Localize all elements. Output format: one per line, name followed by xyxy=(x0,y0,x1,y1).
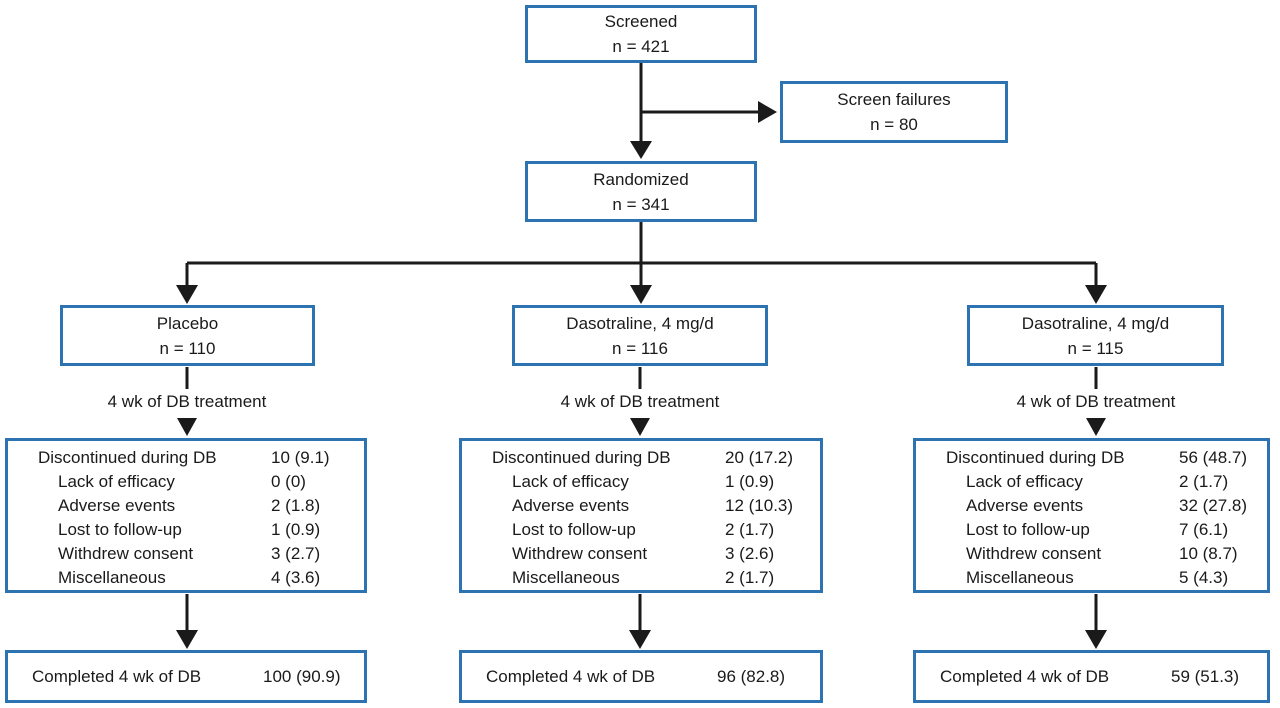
row-label: Lost to follow-up xyxy=(966,519,1090,539)
row-label: Completed 4 wk of DB xyxy=(32,667,202,686)
detail-row: Lost to follow-up 2 (1.7) xyxy=(462,517,820,541)
screened-title: Screened xyxy=(604,12,678,31)
detail-row: Adverse events 12 (10.3) xyxy=(462,493,820,517)
arm-n: n = 110 xyxy=(159,338,216,358)
screened-box: Screened n = 421 xyxy=(525,5,757,63)
detail-row: Withdrew consent 3 (2.6) xyxy=(462,541,820,565)
row-value: 0 (0) xyxy=(271,471,306,491)
row-value: 3 (2.6) xyxy=(725,543,775,563)
row-label: Discontinued during DB xyxy=(492,447,671,467)
detail-row: Adverse events 2 (1.8) xyxy=(8,493,364,517)
row-value: 1 (0.9) xyxy=(271,519,321,539)
treatment-duration-label: 4 wk of DB treatment xyxy=(1016,392,1176,411)
detail-row: Miscellaneous 4 (3.6) xyxy=(8,565,364,589)
arrowhead-into-disc-2 xyxy=(1086,418,1106,436)
arm-box-dasotraline-right: Dasotraline, 4 mg/d n = 115 xyxy=(967,305,1224,366)
row-label: Adverse events xyxy=(512,495,630,515)
row-value: 32 (27.8) xyxy=(1179,495,1248,515)
arrowhead-into-comp-0 xyxy=(176,630,198,649)
row-label: Completed 4 wk of DB xyxy=(940,667,1110,686)
row-label: Discontinued during DB xyxy=(38,447,217,467)
detail-row: Miscellaneous 5 (4.3) xyxy=(916,565,1267,589)
row-label: Withdrew consent xyxy=(512,543,648,563)
screen-failures-title: Screen failures xyxy=(837,90,951,109)
discontinued-box-placebo: Discontinued during DB 10 (9.1) Lack of … xyxy=(5,438,367,593)
row-label: Miscellaneous xyxy=(58,567,166,587)
randomized-n: n = 341 xyxy=(612,194,670,214)
row-value: 10 (9.1) xyxy=(271,447,330,467)
row-label: Lost to follow-up xyxy=(512,519,636,539)
row-label: Completed 4 wk of DB xyxy=(486,667,656,686)
randomized-box: Randomized n = 341 xyxy=(525,161,757,222)
detail-row: Lack of efficacy 0 (0) xyxy=(8,469,364,493)
row-value: 1 (0.9) xyxy=(725,471,775,491)
completed-box-placebo: Completed 4 wk of DB 100 (90.9) xyxy=(5,650,367,703)
detail-row: Withdrew consent 10 (8.7) xyxy=(916,541,1267,565)
arm-n: n = 116 xyxy=(612,338,668,358)
row-value: 7 (6.1) xyxy=(1179,519,1229,539)
arrowhead-into-randomized xyxy=(630,141,652,159)
screen-failures-box: Screen failures n = 80 xyxy=(780,81,1008,143)
row-value: 12 (10.3) xyxy=(725,495,794,515)
row-label: Lack of efficacy xyxy=(966,471,1083,491)
detail-row: Withdrew consent 3 (2.7) xyxy=(8,541,364,565)
row-label: Adverse events xyxy=(58,495,176,515)
row-value: 5 (4.3) xyxy=(1179,567,1229,587)
discontinued-box-dasotraline-mid: Discontinued during DB 20 (17.2) Lack of… xyxy=(459,438,823,593)
arm-n: n = 115 xyxy=(1067,338,1124,358)
row-value: 100 (90.9) xyxy=(263,667,341,686)
row-value: 2 (1.7) xyxy=(725,519,775,539)
row-value: 3 (2.7) xyxy=(271,543,321,563)
arm-box-placebo: Placebo n = 110 xyxy=(60,305,315,366)
arm-title: Dasotraline, 4 mg/d xyxy=(1021,313,1170,333)
screened-n: n = 421 xyxy=(612,37,670,56)
row-value: 96 (82.8) xyxy=(717,667,786,686)
treatment-duration-label: 4 wk of DB treatment xyxy=(107,392,267,411)
randomized-title: Randomized xyxy=(593,169,689,189)
row-label: Lack of efficacy xyxy=(58,471,175,491)
arrowhead-into-arm-daso-4mg-right xyxy=(1085,285,1107,304)
arrowhead-into-disc-1 xyxy=(630,418,650,436)
row-value: 2 (1.7) xyxy=(1179,471,1229,491)
arrowhead-into-comp-1 xyxy=(629,630,651,649)
detail-row: Miscellaneous 2 (1.7) xyxy=(462,565,820,589)
arm-title: Dasotraline, 4 mg/d xyxy=(566,313,714,333)
discontinued-box-dasotraline-right: Discontinued during DB 56 (48.7) Lack of… xyxy=(913,438,1270,593)
detail-row: Adverse events 32 (27.8) xyxy=(916,493,1267,517)
row-label: Withdrew consent xyxy=(966,543,1102,563)
arm-box-dasotraline-mid: Dasotraline, 4 mg/d n = 116 xyxy=(512,305,768,366)
row-label: Discontinued during DB xyxy=(946,447,1125,467)
detail-row: Discontinued during DB 10 (9.1) xyxy=(8,445,364,469)
row-value: 20 (17.2) xyxy=(725,447,794,467)
arrowhead-into-disc-0 xyxy=(177,418,197,436)
completed-box-dasotraline-mid: Completed 4 wk of DB 96 (82.8) xyxy=(459,650,823,703)
row-label: Lost to follow-up xyxy=(58,519,182,539)
row-value: 2 (1.8) xyxy=(271,495,321,515)
row-label: Miscellaneous xyxy=(512,567,620,587)
detail-row: Lack of efficacy 2 (1.7) xyxy=(916,469,1267,493)
screen-failures-n: n = 80 xyxy=(870,115,918,134)
detail-row: Discontinued during DB 56 (48.7) xyxy=(916,445,1267,469)
row-value: 10 (8.7) xyxy=(1179,543,1238,563)
detail-row: Lack of efficacy 1 (0.9) xyxy=(462,469,820,493)
arrowhead-into-arm-placebo xyxy=(176,285,198,304)
arrowhead-into-arm-daso-4mg-mid xyxy=(630,285,652,304)
arrowhead-into-comp-2 xyxy=(1085,630,1107,649)
detail-row: Lost to follow-up 1 (0.9) xyxy=(8,517,364,541)
completed-box-dasotraline-right: Completed 4 wk of DB 59 (51.3) xyxy=(913,650,1270,703)
row-value: 2 (1.7) xyxy=(725,567,775,587)
detail-row: Discontinued during DB 20 (17.2) xyxy=(462,445,820,469)
arrowhead-into-screen-failures xyxy=(758,101,777,123)
treatment-duration-label: 4 wk of DB treatment xyxy=(560,392,720,411)
detail-row: Lost to follow-up 7 (6.1) xyxy=(916,517,1267,541)
row-label: Miscellaneous xyxy=(966,567,1074,587)
row-value: 59 (51.3) xyxy=(1171,667,1240,686)
arm-title: Placebo xyxy=(156,313,219,333)
row-label: Withdrew consent xyxy=(58,543,194,563)
row-value: 56 (48.7) xyxy=(1179,447,1248,467)
row-label: Adverse events xyxy=(966,495,1084,515)
row-label: Lack of efficacy xyxy=(512,471,629,491)
row-value: 4 (3.6) xyxy=(271,567,321,587)
